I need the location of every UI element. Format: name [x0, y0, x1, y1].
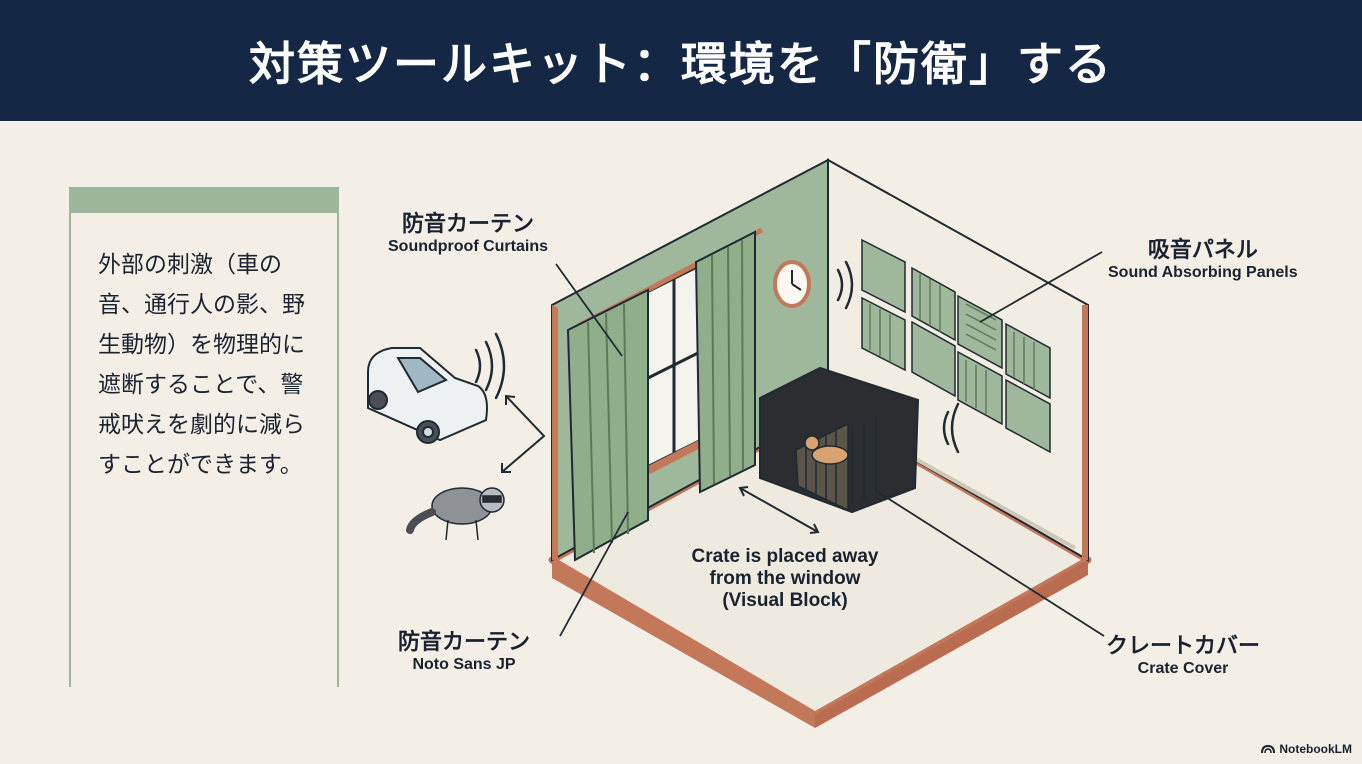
label-curtain-bottom: 防音カーテン Noto Sans JP [398, 624, 530, 674]
label-curtain-bottom-en: Noto Sans JP [412, 656, 516, 673]
sound-wave-icon [474, 332, 506, 400]
label-panels-en: Sound Absorbing Panels [1108, 264, 1298, 281]
sound-panels [861, 238, 1051, 454]
leader-lines [555, 251, 1105, 637]
wall-clock-icon [773, 260, 811, 308]
label-curtain-top-en: Soundproof Curtains [388, 238, 548, 255]
label-crate-cover-en: Crate Cover [1137, 660, 1229, 677]
curtain-left [566, 288, 649, 562]
side-panel: 外部の刺激（車の音、通行人の影、野生動物）を物理的に遮断することで、警戒吠えを劇… [69, 187, 339, 687]
brand-name: NotebookLM [1279, 742, 1352, 756]
curtain-right [694, 230, 756, 494]
sound-wave-icon [836, 260, 854, 310]
brand-mark: NotebookLM [1261, 742, 1352, 756]
double-arrow-icon [738, 486, 820, 534]
label-crate-cover: クレートカバー Crate Cover [1106, 628, 1260, 678]
crate-placement-note: Crate is placed away from the window (Vi… [691, 546, 879, 611]
dog-icon [804, 435, 849, 465]
car-icon [367, 347, 488, 444]
arrow-icon [501, 394, 546, 473]
label-curtain-top: 防音カーテン Soundproof Curtains [388, 206, 548, 256]
page-title: 対策ツールキット：環境を「防衛」する [249, 36, 1113, 91]
raccoon-icon [406, 487, 505, 541]
label-curtain-top-jp: 防音カーテン [401, 212, 534, 237]
sound-wave-icon [942, 402, 960, 454]
label-panels-jp: 吸音パネル [1147, 238, 1258, 263]
side-panel-top-bar [69, 187, 339, 213]
label-panels: 吸音パネル Sound Absorbing Panels [1108, 232, 1298, 282]
covered-crate [759, 366, 920, 514]
label-curtain-bottom-jp: 防音カーテン [398, 630, 531, 655]
room-floor [548, 406, 1092, 728]
header-bar: 対策ツールキット：環境を「防衛」する [0, 0, 1362, 121]
window [640, 264, 712, 476]
notebooklm-logo-icon [1261, 744, 1276, 754]
side-panel-text: 外部の刺激（車の音、通行人の影、野生動物）を物理的に遮断することで、警戒吠えを劇… [98, 252, 305, 478]
label-crate-cover-jp: クレートカバー [1106, 634, 1261, 659]
